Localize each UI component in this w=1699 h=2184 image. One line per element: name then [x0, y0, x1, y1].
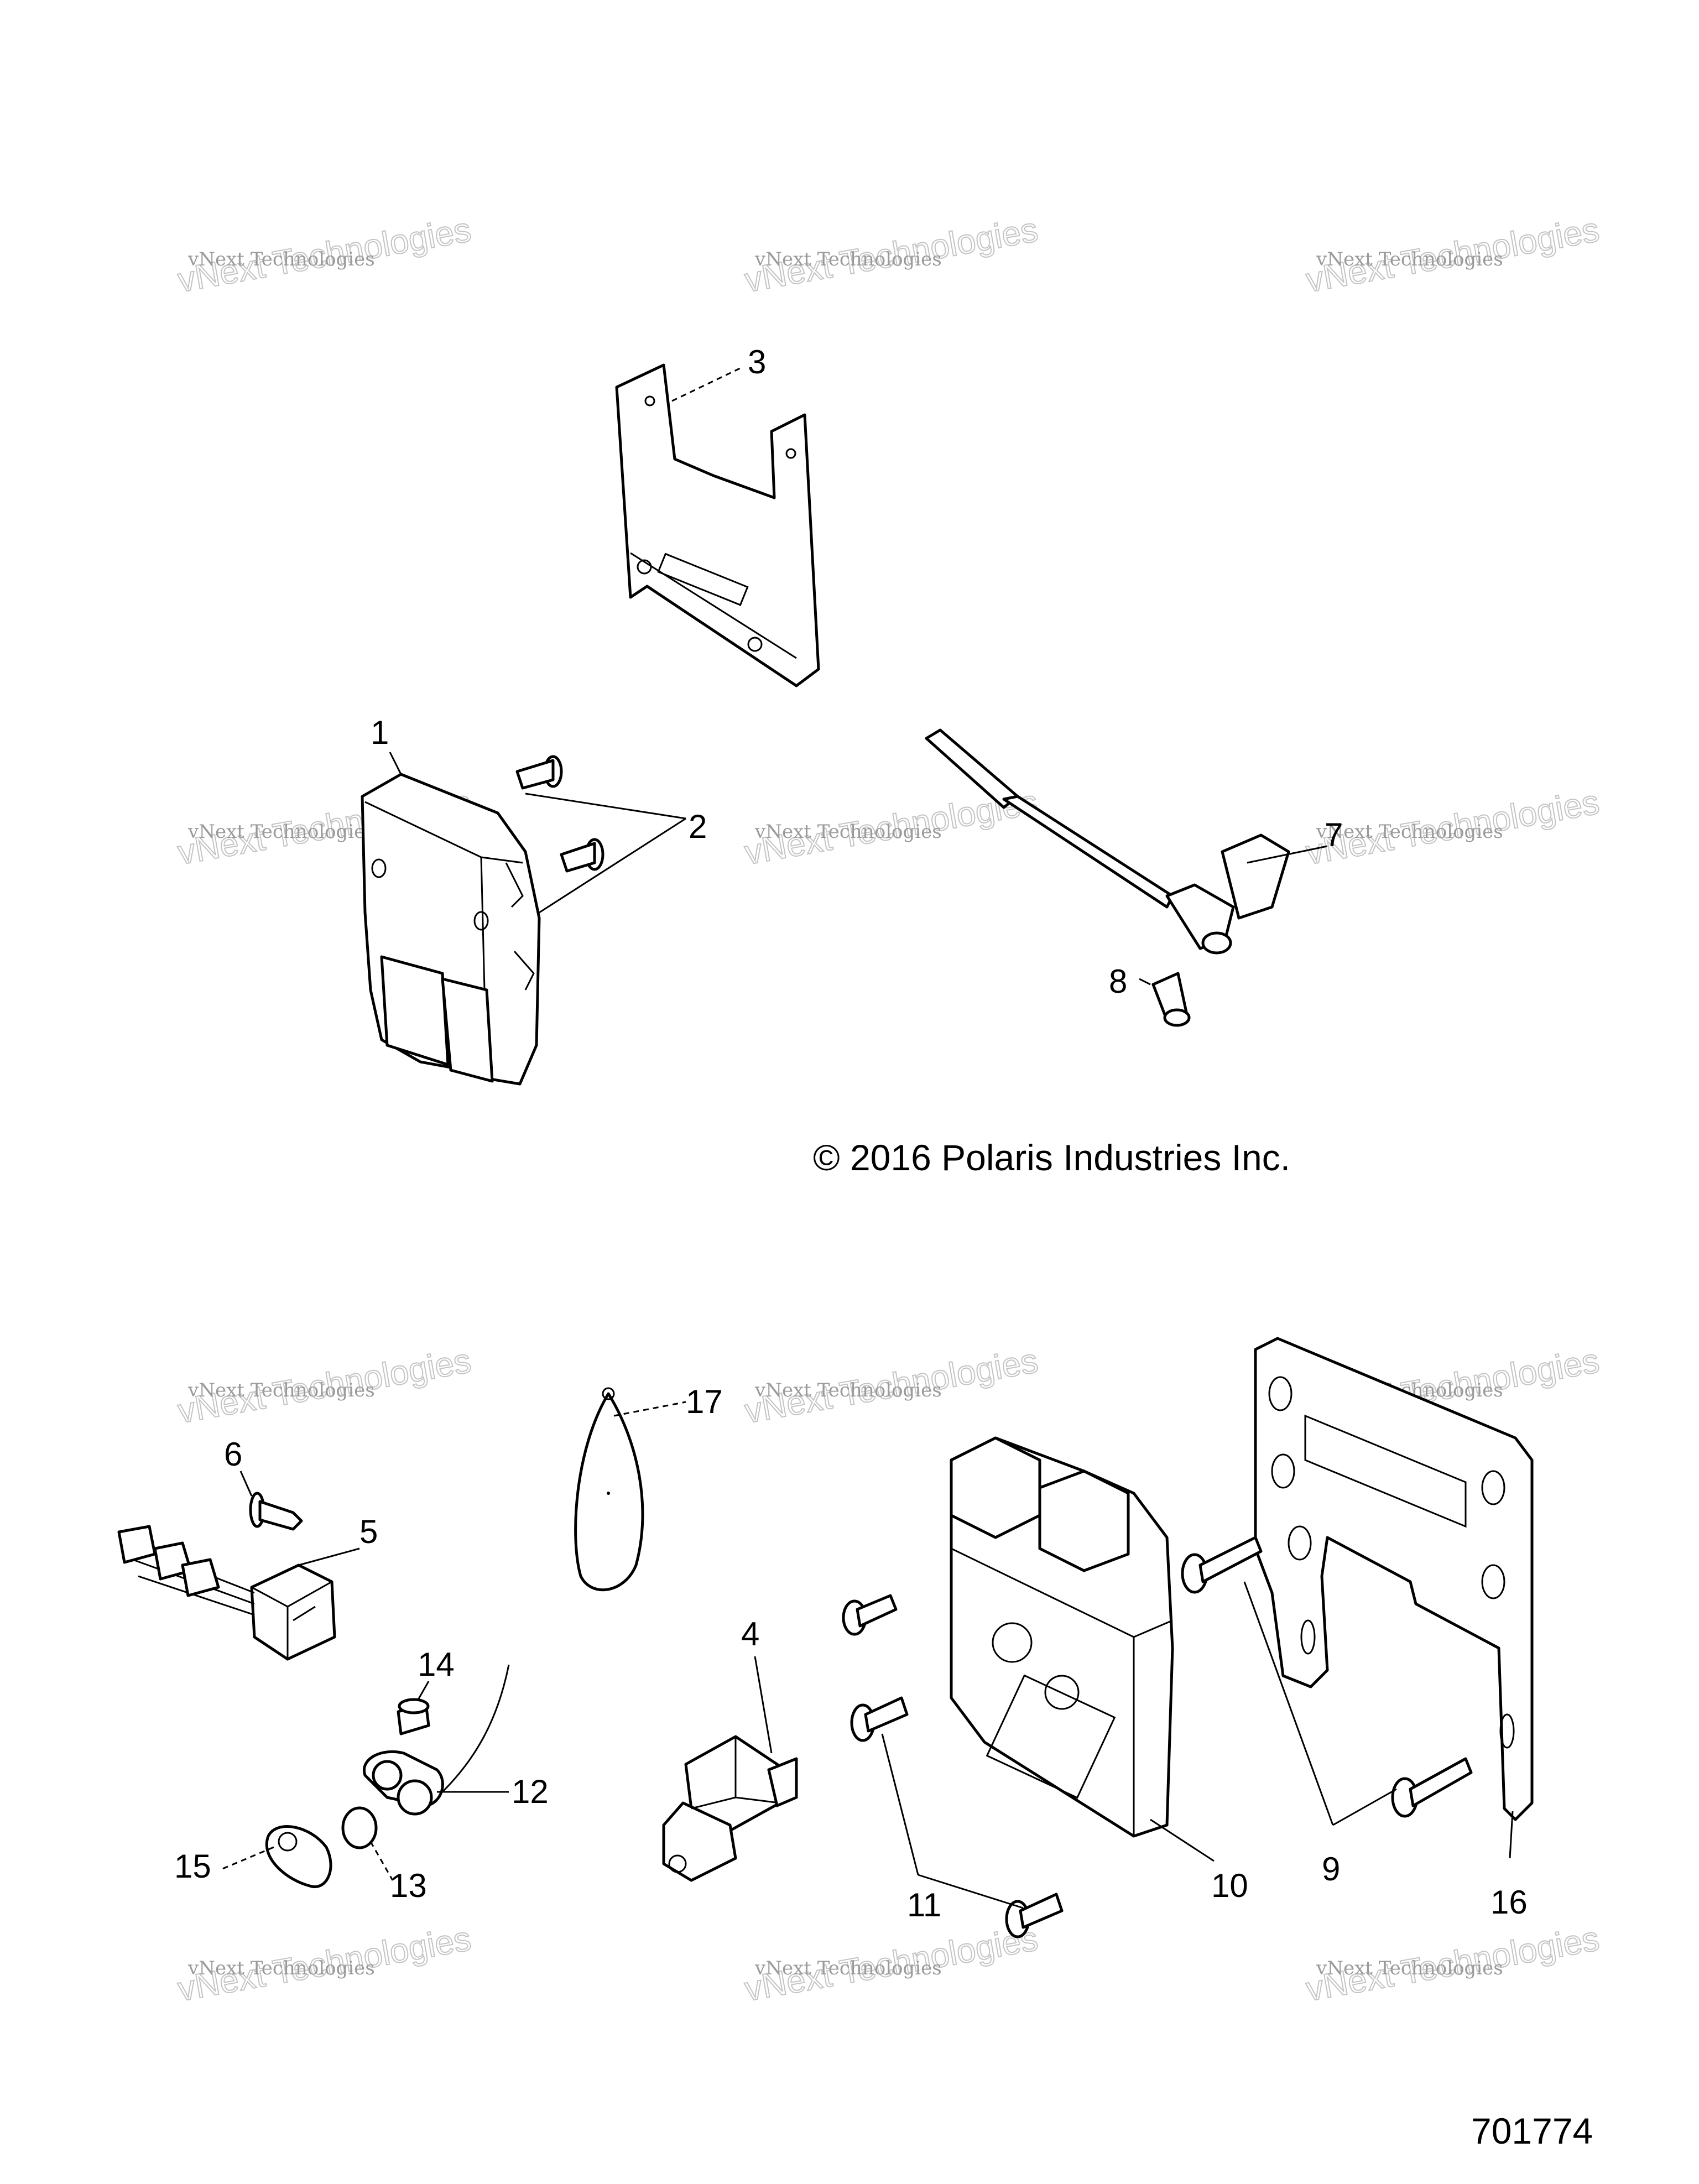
part-2-screw-upper	[515, 755, 563, 790]
part-4-map-sensor	[662, 1735, 798, 1882]
callout-2: 2	[689, 808, 707, 845]
callout-15: 15	[174, 1848, 211, 1885]
leader-9	[1243, 1581, 1397, 1826]
part-1-control-module	[361, 773, 541, 1086]
callout-17: 17	[686, 1383, 723, 1420]
callout-12: 12	[512, 1773, 549, 1810]
part-15-gasket	[265, 1825, 332, 1888]
leader-7	[1247, 845, 1328, 864]
watermark-small-text: vNext Technologies	[187, 1957, 375, 1979]
leader-17	[613, 1401, 686, 1417]
leader-10	[1150, 1818, 1215, 1862]
watermark-bottom-right: vNext Technologies vNext Technologies	[1302, 1919, 1602, 2009]
callout-8: 8	[1109, 963, 1127, 1000]
watermark-small-text: vNext Technologies	[754, 1379, 942, 1401]
watermark-small-text: vNext Technologies	[754, 1957, 942, 1979]
callout-1: 1	[371, 714, 389, 751]
leader-1	[389, 752, 402, 775]
watermark-bottom-left: vNext Technologies vNext Technologies	[174, 1919, 474, 2009]
watermark-bottom-center: vNext Technologies vNext Technologies	[741, 1919, 1041, 2009]
leader-13	[369, 1841, 394, 1881]
leader-4	[754, 1656, 773, 1754]
leader-2	[525, 793, 686, 914]
part-17-cable-tie	[574, 1387, 644, 1592]
watermark-top-right: vNext Technologies vNext Technologies	[1302, 210, 1602, 300]
callout-16: 16	[1490, 1884, 1528, 1921]
part-3-bracket	[615, 363, 820, 687]
callout-4: 4	[741, 1615, 759, 1653]
callout-5: 5	[359, 1513, 378, 1550]
watermark-small-text: vNext Technologies	[1316, 248, 1503, 270]
watermark-small-text: vNext Technologies	[1316, 821, 1503, 843]
leader-5	[298, 1547, 360, 1566]
leader-8	[1139, 978, 1151, 986]
callout-3: 3	[748, 343, 766, 380]
part-2-screw-lower	[560, 838, 604, 873]
part-14-bolt	[397, 1698, 430, 1735]
part-11-screw-c	[1005, 1893, 1064, 1938]
watermark-small-text: vNext Technologies	[754, 248, 942, 270]
copyright-notice: © 2016 Polaris Industries Inc.	[813, 1137, 1291, 1178]
leader-15	[221, 1846, 274, 1870]
part-13-grommet	[341, 1806, 378, 1849]
part-16-mounting-plate	[1254, 1337, 1534, 1821]
callout-14: 14	[418, 1646, 455, 1683]
callout-13: 13	[390, 1867, 427, 1904]
watermark-top-left: vNext Technologies vNext Technologies	[174, 210, 474, 300]
callout-7: 7	[1325, 816, 1343, 853]
leader-3	[671, 367, 742, 402]
document-number: 701774	[1471, 2110, 1593, 2151]
watermark-small-text: vNext Technologies	[754, 821, 942, 843]
watermark-small-text: vNext Technologies	[187, 1379, 375, 1401]
watermark-lower-center: vNext Technologies vNext Technologies	[741, 1341, 1041, 1431]
part-9-screw-upper	[1181, 1536, 1263, 1594]
callout-9: 9	[1322, 1851, 1340, 1888]
leader-16	[1509, 1811, 1514, 1859]
part-8-bolt	[1151, 972, 1191, 1027]
part-11-screw-b	[850, 1696, 909, 1742]
watermark-small-text: vNext Technologies	[1316, 1957, 1503, 1979]
watermark-small-text: vNext Technologies	[187, 821, 375, 843]
leader-14	[416, 1681, 430, 1701]
leader-11	[881, 1733, 1024, 1909]
part-5-harness-connector	[117, 1525, 336, 1661]
watermark-lower-left: vNext Technologies vNext Technologies	[174, 1341, 474, 1431]
watermark-small-text: vNext Technologies	[187, 248, 375, 270]
part-11-screw-a	[842, 1594, 898, 1636]
callout-11: 11	[907, 1886, 941, 1924]
leader-6	[239, 1471, 253, 1497]
callout-6: 6	[224, 1436, 242, 1473]
callout-10: 10	[1211, 1867, 1248, 1904]
watermark-top-center: vNext Technologies vNext Technologies	[741, 210, 1041, 300]
part-12-sensor	[362, 1664, 510, 1816]
watermark-mid-right: vNext Technologies vNext Technologies	[1302, 783, 1602, 873]
part-7-sensor	[925, 728, 1290, 955]
part-10-ecu	[950, 1436, 1174, 1838]
part-9-screw-lower	[1391, 1757, 1473, 1818]
part-6-push-rivet	[249, 1492, 303, 1531]
